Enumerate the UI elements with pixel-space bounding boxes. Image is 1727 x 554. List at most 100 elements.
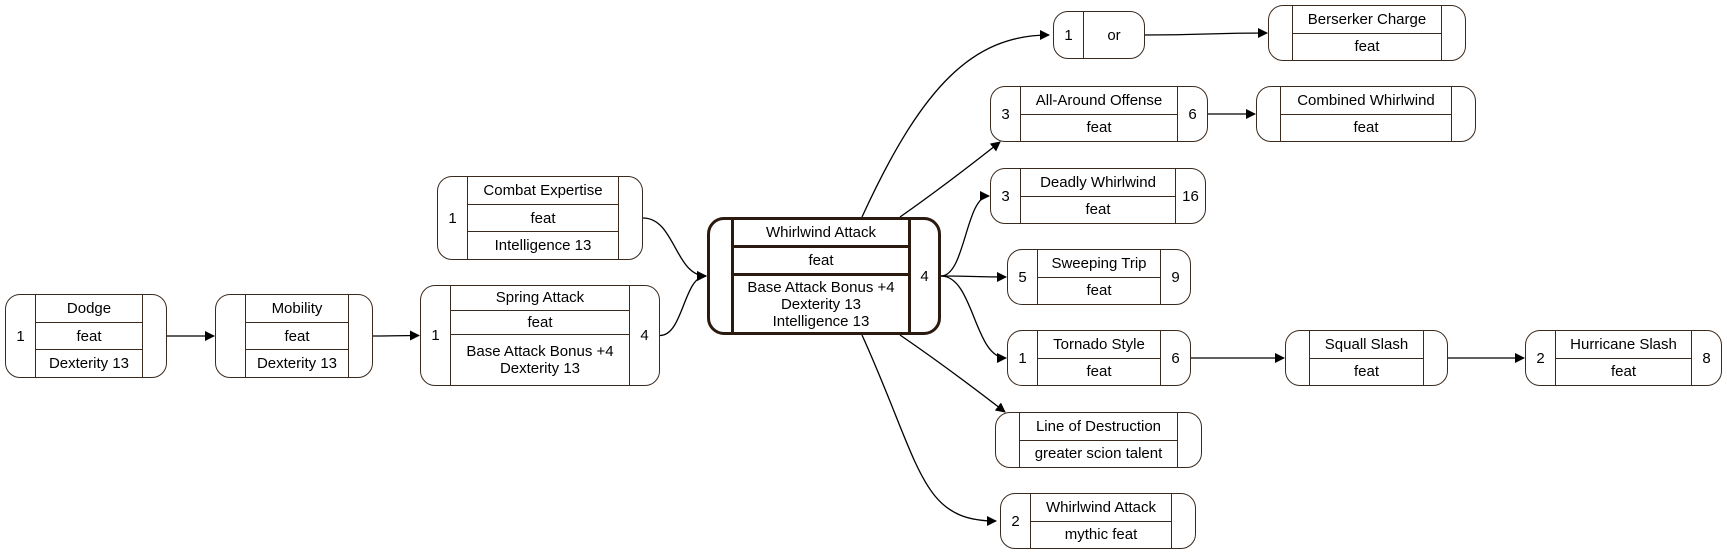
node-left-count <box>1269 6 1293 60</box>
node-right-count: 6 <box>1177 87 1207 141</box>
feat-node-squall-slash[interactable]: Squall Slash feat <box>1285 330 1448 386</box>
node-right-count: 16 <box>1175 169 1205 223</box>
node-left-count: 2 <box>1001 494 1031 548</box>
node-type: feat <box>451 309 629 335</box>
node-left-count: 3 <box>991 87 1021 141</box>
node-body: All-Around Offense feat <box>1021 87 1177 141</box>
node-type: feat <box>1281 113 1451 142</box>
node-body: Squall Slash feat <box>1310 331 1423 385</box>
node-title: Dodge <box>66 299 112 317</box>
node-right-count <box>142 295 166 377</box>
node-prerequisites: Base Attack Bonus +4 Dexterity 13 Intell… <box>734 273 908 332</box>
node-type: greater scion talent <box>1020 439 1177 468</box>
edge-whirlwind-attack-to-all-around-offense <box>899 141 1001 218</box>
node-type: feat <box>1310 357 1423 386</box>
node-right-count <box>1171 494 1195 548</box>
node-left-count: 2 <box>1526 331 1556 385</box>
node-left-count <box>710 220 734 332</box>
node-body: or <box>1084 12 1144 58</box>
node-right-count <box>1423 331 1447 385</box>
edge-or-node-to-berserker-charge <box>1144 28 1268 39</box>
node-left-count: 1 <box>421 286 451 385</box>
node-left-count: 1 <box>438 177 468 259</box>
edge-combat-expertise-to-whirlwind-attack <box>642 217 707 281</box>
node-title: All-Around Offense <box>1035 91 1163 109</box>
node-right-count: 6 <box>1160 331 1190 385</box>
node-right-count: 9 <box>1160 250 1190 304</box>
node-body: Combined Whirlwind feat <box>1281 87 1451 141</box>
node-left-count <box>216 295 246 377</box>
node-title: Sweeping Trip <box>1051 254 1147 272</box>
node-type: feat <box>246 321 348 350</box>
feat-node-or-node[interactable]: 1 or <box>1053 11 1145 59</box>
feat-node-line-of-destruction[interactable]: Line of Destruction greater scion talent <box>995 412 1202 468</box>
node-right-count <box>348 295 372 377</box>
node-left-count: 5 <box>1008 250 1038 304</box>
node-type: feat <box>1556 357 1691 386</box>
node-type: feat <box>468 203 618 232</box>
node-title: Spring Attack <box>495 289 585 307</box>
node-title: or <box>1107 26 1121 44</box>
node-prerequisites: Dexterity 13 <box>246 349 348 377</box>
node-title: Whirlwind Attack <box>1045 498 1157 516</box>
node-body: Line of Destruction greater scion talent <box>1020 413 1177 467</box>
node-right-count <box>1177 413 1201 467</box>
edge-whirlwind-attack-to-line-of-destruction <box>899 334 1006 413</box>
node-prerequisites: Dexterity 13 <box>36 349 142 377</box>
node-type: feat <box>734 245 908 273</box>
node-body: Sweeping Trip feat <box>1038 250 1160 304</box>
edge-whirlwind-attack-to-tornado-style <box>940 275 1007 363</box>
node-title: Combined Whirlwind <box>1297 91 1435 109</box>
node-right-count: 4 <box>908 220 938 332</box>
node-body: Berserker Charge feat <box>1293 6 1441 60</box>
node-body: Deadly Whirlwind feat <box>1021 169 1175 223</box>
node-left-count: 1 <box>1054 12 1084 58</box>
node-title: Line of Destruction <box>1035 417 1162 435</box>
node-title: Whirlwind Attack <box>765 224 877 242</box>
node-title: Squall Slash <box>1324 335 1409 353</box>
node-right-count: 4 <box>629 286 659 385</box>
node-right-count <box>618 177 642 259</box>
edge-whirlwind-attack-to-mythic-whirlwind <box>861 334 997 526</box>
node-type: feat <box>1021 195 1175 224</box>
node-prerequisites: Intelligence 13 <box>468 231 618 259</box>
node-type: feat <box>1293 32 1441 61</box>
feat-node-berserker-charge[interactable]: Berserker Charge feat <box>1268 5 1466 61</box>
node-left-count: 1 <box>6 295 36 377</box>
node-type: feat <box>1021 113 1177 142</box>
node-title: Berserker Charge <box>1307 10 1427 28</box>
node-prerequisites: Base Attack Bonus +4 Dexterity 13 <box>451 334 629 385</box>
edge-whirlwind-attack-to-or-node <box>861 30 1050 218</box>
edge-whirlwind-attack-to-deadly-whirlwind <box>940 191 990 277</box>
node-title: Mobility <box>271 299 323 317</box>
node-left-count <box>1286 331 1310 385</box>
node-type: feat <box>36 321 142 350</box>
feat-node-combined-whirlwind[interactable]: Combined Whirlwind feat <box>1256 86 1476 142</box>
edge-whirlwind-attack-to-sweeping-trip <box>940 271 1007 282</box>
node-title: Deadly Whirlwind <box>1040 173 1156 191</box>
edge-spring-attack-to-whirlwind-attack <box>659 271 707 337</box>
node-title: Tornado Style <box>1053 335 1145 353</box>
node-type: feat <box>1038 276 1160 305</box>
node-title: Combat Expertise <box>483 181 603 199</box>
